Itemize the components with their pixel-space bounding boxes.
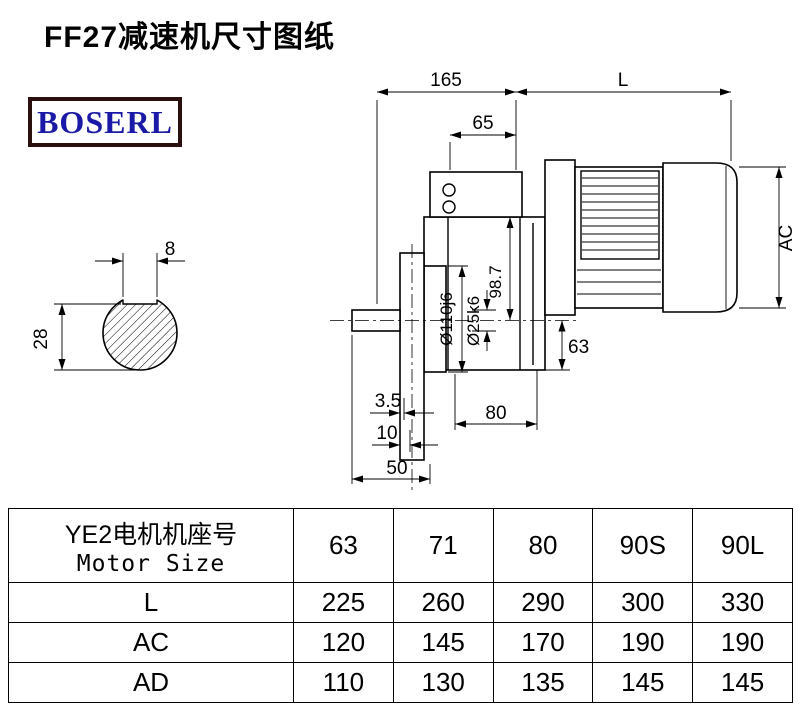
dim-label-28: 28: [31, 328, 52, 349]
cell-AC-90L: 190: [692, 622, 793, 663]
table-row-L: L 225 260 290 300 330: [8, 582, 793, 623]
gearbox-top-boss: [429, 171, 523, 218]
dim-3-5: 3.5: [370, 391, 434, 420]
cell-L-80: 290: [492, 582, 594, 623]
shaft-section-circle: [102, 295, 178, 371]
dim-shaft-diameter: Ø25k6: [464, 290, 496, 351]
cell-AD-63: 110: [293, 662, 394, 703]
dim-label-50: 50: [386, 458, 407, 479]
bolt-hole-top: [442, 183, 456, 197]
dim-label-L: L: [618, 70, 629, 91]
dim-label-80: 80: [485, 403, 506, 424]
column-header-63: 63: [293, 508, 394, 583]
dim-label-25: Ø25k6: [464, 296, 483, 346]
cell-AD-90L: 145: [692, 662, 793, 703]
dim-10: 10: [372, 423, 438, 452]
logo-text: BOSERL: [37, 103, 173, 140]
motor-fins: [577, 177, 661, 295]
column-header-80: 80: [492, 508, 594, 583]
column-header-71: 71: [392, 508, 494, 583]
cell-AC-90S: 190: [592, 622, 694, 663]
dim-flange-diameter: Ø110j6: [437, 265, 468, 373]
cell-AD-90S: 145: [592, 662, 694, 703]
page-title: FF27减速机尺寸图纸: [44, 21, 336, 54]
dim-50: 50: [351, 335, 431, 484]
dim-label-165: 165: [430, 70, 462, 91]
dim-label-10: 10: [376, 423, 397, 444]
dim-label-65: 65: [472, 113, 493, 134]
row-label-AD: AD: [8, 662, 294, 703]
column-header-90L: 90L: [692, 508, 793, 583]
cell-L-71: 260: [392, 582, 494, 623]
column-header-90S: 90S: [592, 508, 694, 583]
dim-label-98-7: 98.7: [486, 265, 505, 298]
gearmotor-side-view: [330, 159, 738, 492]
cell-L-90S: 300: [592, 582, 694, 623]
dim-165: 165: [376, 70, 517, 304]
dim-65: 65: [449, 113, 516, 170]
cell-L-63: 225: [293, 582, 394, 623]
row-label-L: L: [8, 582, 294, 623]
header-motor-size: YE2电机机座号 Motor Size: [8, 508, 294, 583]
shaft-cross-section-view: 8 28: [31, 239, 185, 371]
motor-fin-frame: [580, 170, 660, 260]
dim-63: 63: [545, 320, 589, 371]
cell-AD-71: 130: [392, 662, 494, 703]
header-motor-size-en: Motor Size: [76, 550, 226, 577]
dim-keyway-width: 8: [95, 239, 185, 297]
dim-80: 80: [454, 370, 538, 430]
cell-AC-71: 145: [392, 622, 494, 663]
table-header-row: YE2电机机座号 Motor Size 63 71 80 90S 90L: [8, 508, 793, 583]
dim-L: L: [516, 70, 732, 161]
cell-AC-63: 120: [293, 622, 394, 663]
dim-label-3-5: 3.5: [375, 391, 401, 412]
dim-center-height: 98.7: [486, 217, 514, 320]
bolt-hole-bottom: [442, 200, 456, 214]
cell-AD-80: 135: [492, 662, 594, 703]
motor-adapter-flange: [544, 159, 576, 316]
motor-fan-cowl: [662, 162, 738, 313]
motor-size-table: YE2电机机座号 Motor Size 63 71 80 90S 90L L 2…: [8, 508, 793, 703]
row-label-AC: AC: [8, 622, 294, 663]
boserl-logo: BOSERL: [28, 97, 182, 147]
dim-label-AC: AC: [776, 225, 797, 251]
technical-drawing: 8 28: [31, 70, 797, 492]
table-row-AC: AC 120 145 170 190 190: [8, 622, 793, 663]
cell-L-90L: 330: [692, 582, 793, 623]
dim-label-110: Ø110j6: [437, 292, 456, 346]
dim-AC: AC: [739, 166, 797, 309]
keyway-notch: [122, 299, 158, 305]
dim-label-8: 8: [165, 239, 176, 260]
dim-keyway-depth: 28: [31, 303, 136, 371]
table-row-AD: AD 110 130 135 145 145: [8, 662, 793, 703]
cell-AC-80: 170: [492, 622, 594, 663]
dim-label-63: 63: [568, 337, 589, 358]
motor-body: [574, 166, 664, 309]
header-motor-size-cn: YE2电机机座号: [64, 520, 238, 549]
